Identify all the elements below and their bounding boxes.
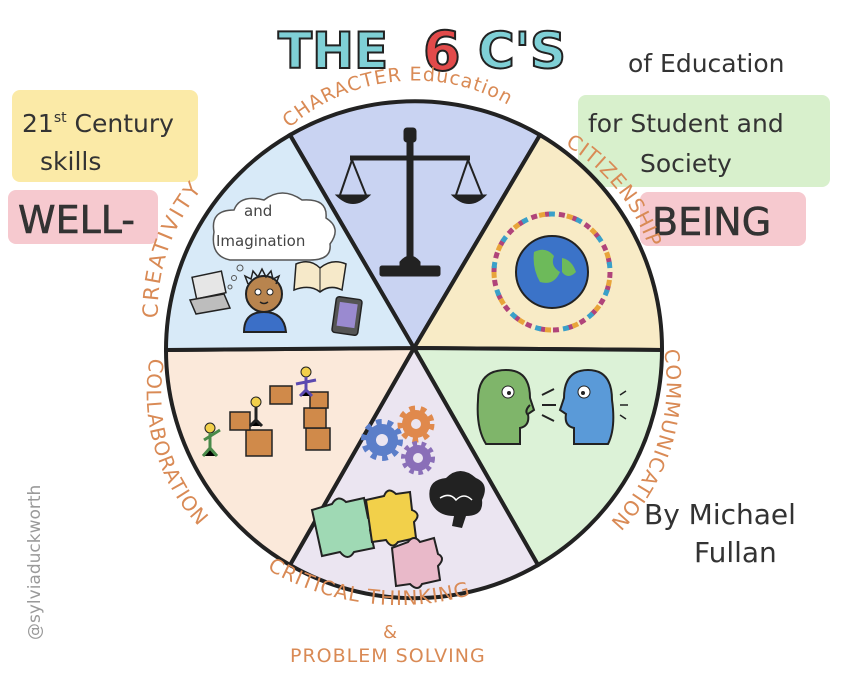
- people-stacking-boxes-icon: [201, 366, 331, 457]
- title: THE 6 C'S of Education: [277, 19, 785, 84]
- note-student-line1: for Student and: [588, 109, 784, 138]
- scales-of-justice-icon: [334, 127, 488, 277]
- book-icon: [293, 261, 347, 293]
- label-problem-solving: PROBLEM SOLVING: [290, 645, 486, 667]
- laptop-icon: [188, 270, 232, 315]
- thinking-child-icon: and Imagination: [188, 192, 363, 336]
- note-student-society: for Student and Society: [578, 95, 830, 187]
- gears-puzzle-brain-icon: [310, 405, 485, 589]
- note-being-text: BEING: [652, 200, 771, 244]
- note-well: WELL-: [8, 190, 158, 244]
- note-21st-century: 21st Century skills: [12, 90, 198, 182]
- note-pink-background-right: [640, 192, 806, 246]
- thought-cloud-line2: Imagination: [216, 232, 305, 250]
- note-century-line1: 21st Century: [22, 109, 174, 138]
- talking-heads-icon: [476, 368, 628, 445]
- thought-cloud-line1: and: [244, 202, 272, 220]
- label-ampersand: &: [383, 622, 397, 643]
- note-yellow-background: [12, 90, 198, 182]
- title-six: 6: [423, 20, 461, 83]
- note-being: BEING: [640, 192, 806, 246]
- note-century-line2: skills: [40, 147, 101, 176]
- title-suffix: of Education: [628, 49, 785, 78]
- globe-with-people-icon: [491, 211, 613, 333]
- tablet-icon: [331, 296, 363, 336]
- thought-cloud: [212, 192, 336, 261]
- note-pink-background: [8, 190, 158, 244]
- note-well-text: WELL-: [18, 198, 135, 242]
- title-the: THE: [278, 22, 388, 80]
- byline-line1: By Michael: [644, 498, 796, 531]
- note-student-line2: Society: [640, 149, 732, 178]
- segment-collaboration: [163, 345, 418, 568]
- title-cs: C'S: [478, 22, 566, 80]
- note-green-background: [578, 95, 830, 187]
- byline-line2: Fullan: [694, 536, 777, 569]
- author-credit: @sylviaduckworth: [25, 485, 45, 640]
